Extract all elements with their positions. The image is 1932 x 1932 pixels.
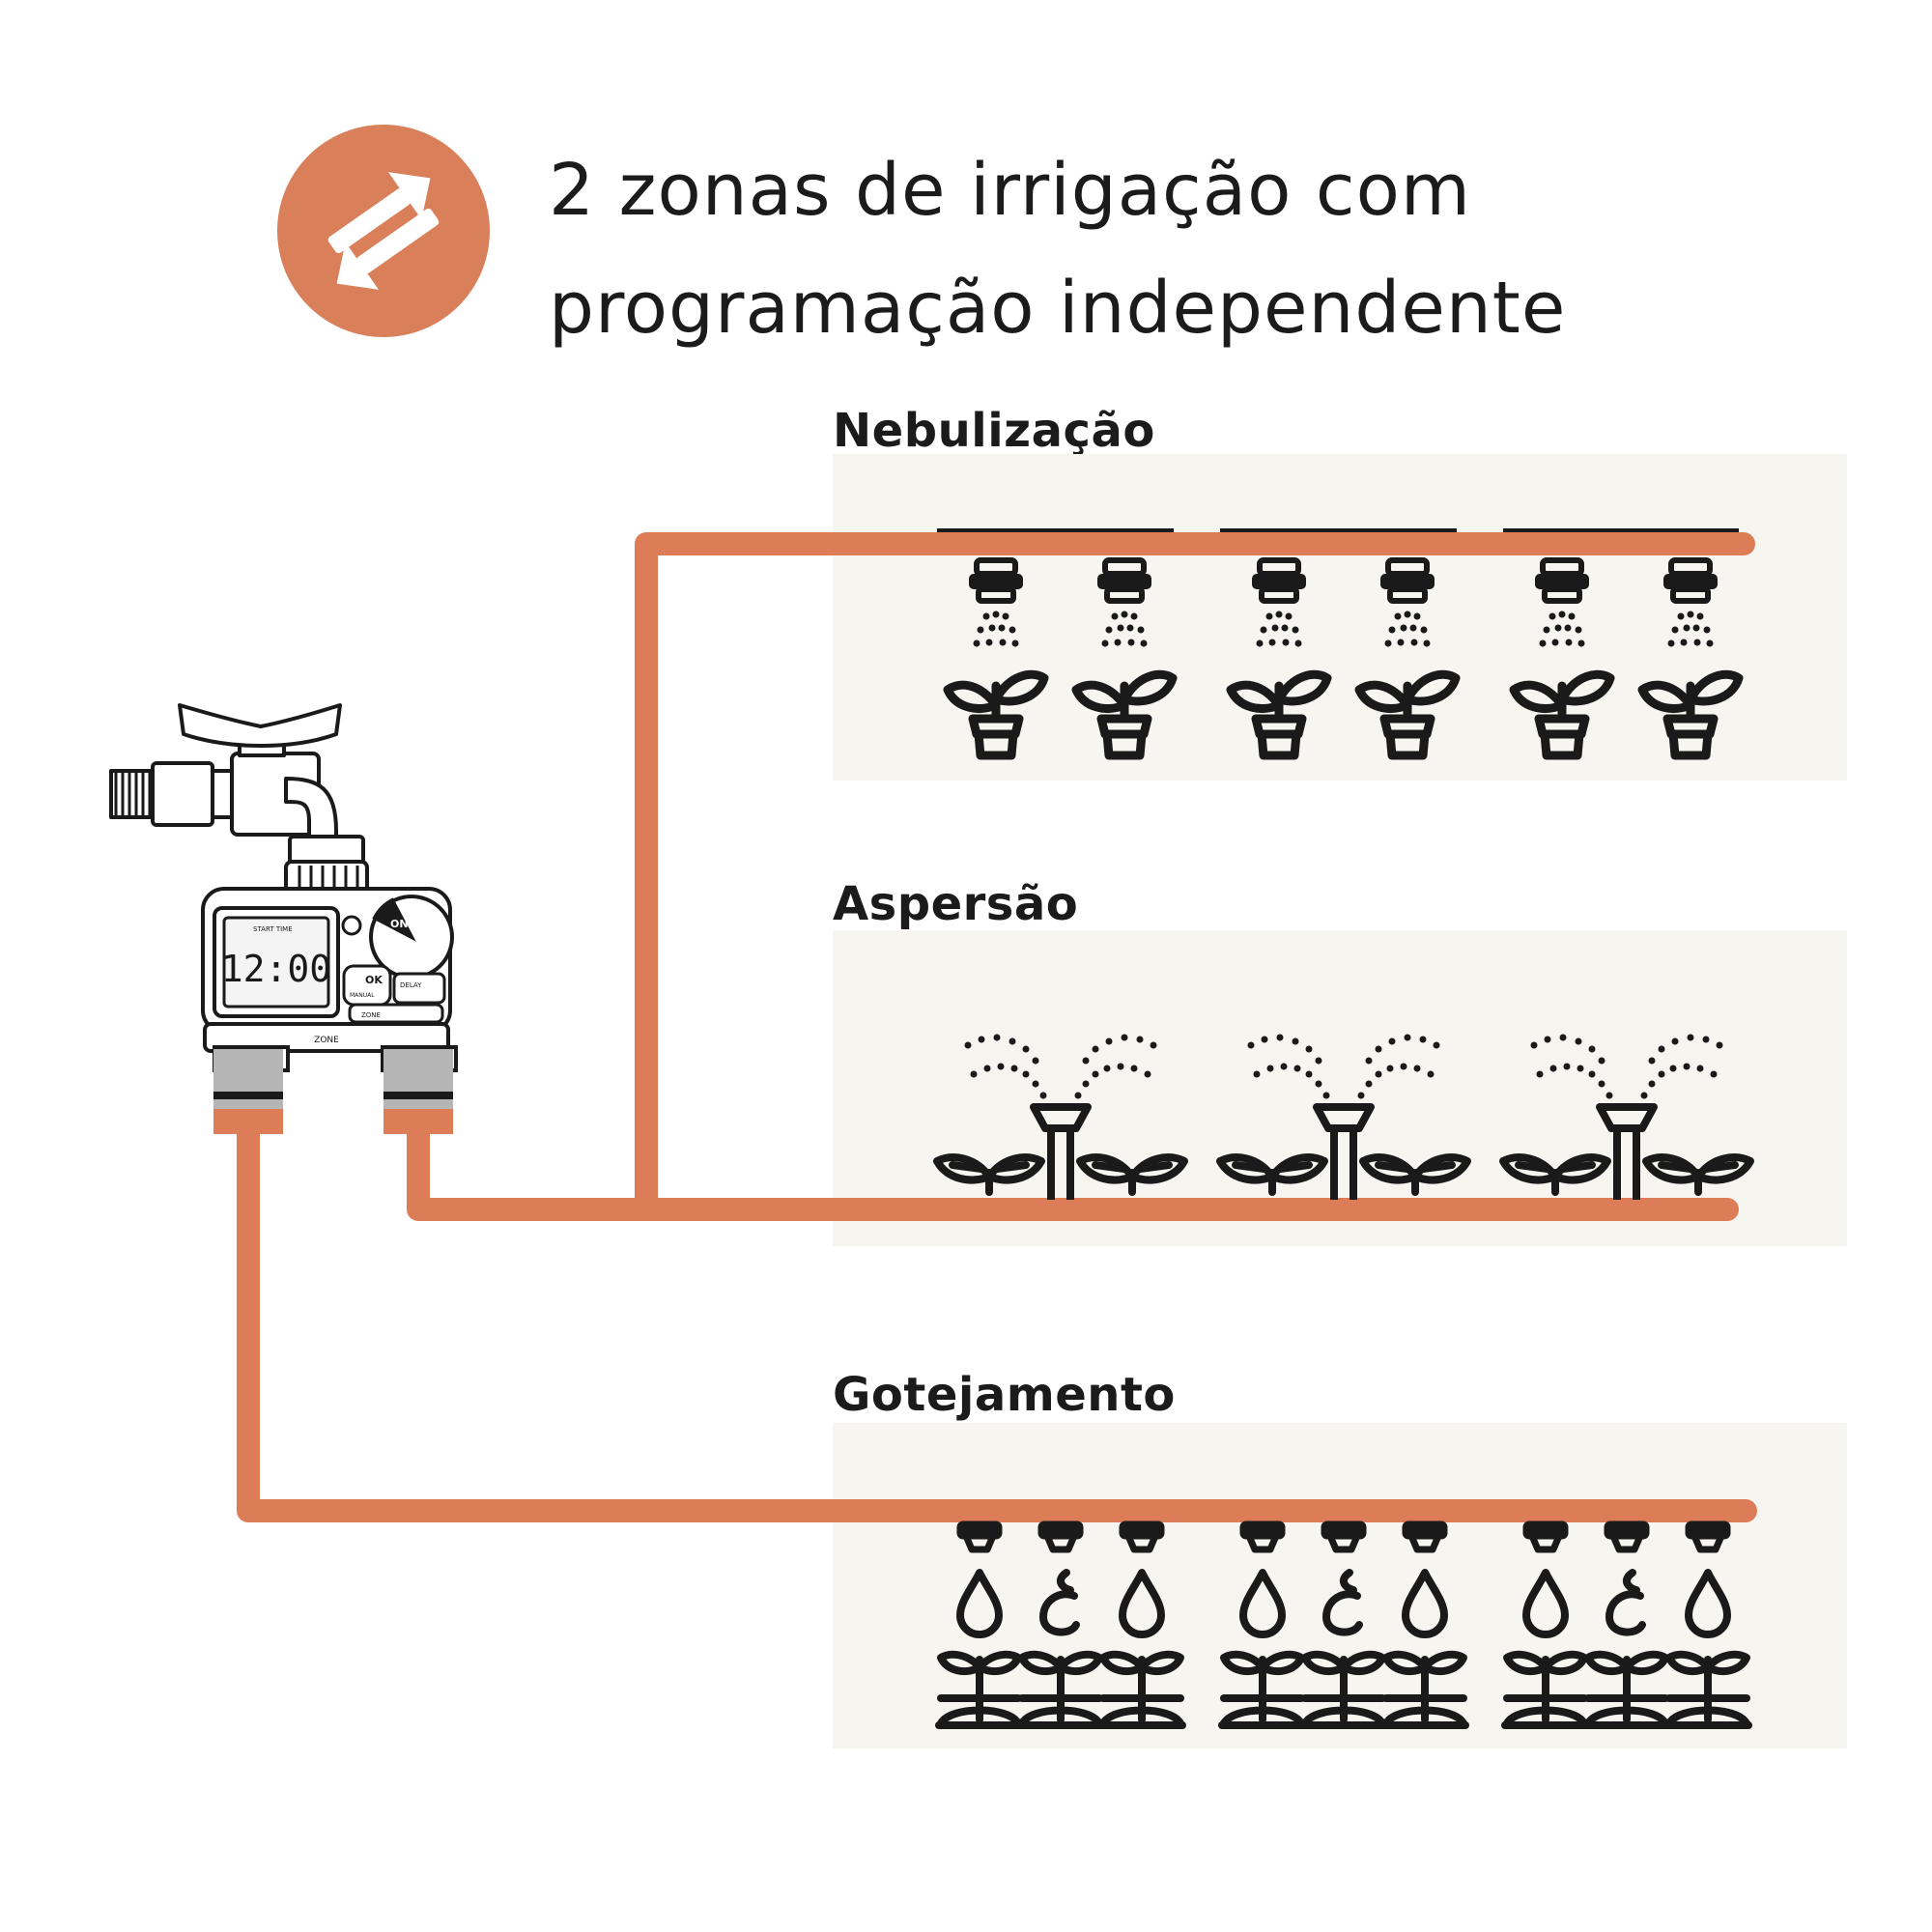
timer-ok-button: OK [365, 974, 383, 986]
timer-zone-button: ZONE [361, 1011, 381, 1019]
badge [277, 125, 490, 337]
page-title: 2 zonas de irrigação com programação ind… [549, 131, 1566, 367]
zone-label-misting: Nebulização [833, 404, 1155, 458]
timer-screen-label: START TIME [253, 925, 293, 933]
pipe-zone-2 [237, 1088, 1757, 1522]
swap-arrows-icon [327, 172, 440, 290]
faucet [109, 703, 369, 920]
timer-display-time: 12:00 [221, 948, 331, 990]
tap-timer: 12:00 START TIME ON OK MANUAL DELAY ZONE… [109, 703, 458, 1134]
timer-delay-button: DELAY [400, 981, 422, 989]
timer-bottom-zone-label: ZONE [314, 1036, 339, 1045]
timer-dial-on: ON [390, 918, 409, 930]
timer-manual-button: MANUAL [350, 992, 375, 999]
zone-panel-sprinkler [833, 930, 1847, 1246]
timer-body [201, 887, 458, 1072]
zone-label-drip: Gotejamento [833, 1368, 1176, 1422]
badge-circle [277, 125, 490, 337]
water-pipes [237, 532, 1757, 1522]
zone-label-sprinkler: Aspersão [833, 877, 1079, 931]
pipe-zone-1 [407, 1088, 1739, 1221]
pipe-branch-misting [635, 532, 1755, 1221]
title-line-1: 2 zonas de irrigação com [549, 149, 1471, 232]
title-line-2: programação independente [549, 267, 1567, 350]
outlet-connectors [213, 1049, 453, 1134]
